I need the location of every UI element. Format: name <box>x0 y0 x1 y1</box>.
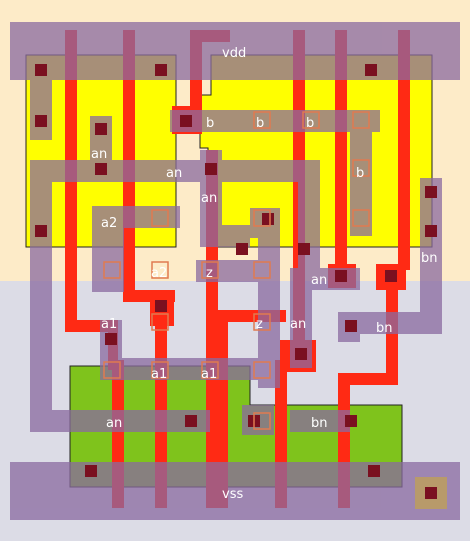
contact <box>95 123 107 135</box>
label-a2: a2 <box>101 216 117 231</box>
via <box>103 361 121 379</box>
via <box>352 111 370 129</box>
via <box>151 209 169 227</box>
contact <box>155 64 167 76</box>
label-a1: a1 <box>201 367 217 382</box>
via <box>253 412 271 430</box>
label-vss: vss <box>222 487 243 502</box>
via <box>253 111 271 129</box>
contact <box>180 115 192 127</box>
contact <box>368 465 380 477</box>
via <box>151 313 169 331</box>
contact <box>155 300 167 312</box>
label-b: b <box>306 116 314 131</box>
label-b: b <box>356 166 364 181</box>
via <box>352 209 370 227</box>
via <box>103 261 121 279</box>
contact <box>35 115 47 127</box>
label-b: b <box>256 116 264 131</box>
label-z: z <box>256 317 263 332</box>
contact <box>425 225 437 237</box>
contact <box>298 243 310 255</box>
via <box>302 111 320 129</box>
contact <box>425 186 437 198</box>
well-tap <box>415 477 447 509</box>
via <box>151 361 169 379</box>
label-z: z <box>206 266 213 281</box>
contact <box>95 163 107 175</box>
label-bn: bn <box>376 321 393 336</box>
contact <box>205 163 217 175</box>
contact <box>85 465 97 477</box>
contact <box>35 225 47 237</box>
label-an: an <box>201 191 217 206</box>
label-an: an <box>311 273 327 288</box>
via <box>151 261 169 279</box>
label-a1: a1 <box>151 367 167 382</box>
vias <box>103 111 370 430</box>
via <box>201 261 219 279</box>
net-labels: vdd vss b b b b an an an an an an a2 a2 … <box>91 46 438 502</box>
vdd-rail <box>10 22 460 80</box>
via <box>253 313 271 331</box>
contact <box>35 64 47 76</box>
via <box>253 361 271 379</box>
label-a1: a1 <box>101 317 117 332</box>
via <box>253 261 271 279</box>
contacts <box>35 64 437 477</box>
contact <box>295 348 307 360</box>
label-bn: bn <box>311 416 328 431</box>
contact <box>185 415 197 427</box>
via <box>201 361 219 379</box>
contact <box>345 320 357 332</box>
label-b: b <box>206 116 214 131</box>
label-an: an <box>91 147 107 162</box>
label-an: an <box>166 166 182 181</box>
via <box>352 159 370 177</box>
label-an: an <box>106 416 122 431</box>
label-bn: bn <box>421 251 438 266</box>
label-an: an <box>290 317 306 332</box>
contact <box>385 270 397 282</box>
via <box>253 209 271 227</box>
contact <box>262 213 274 225</box>
contact <box>335 270 347 282</box>
label-a2: a2 <box>151 266 167 281</box>
contact <box>345 415 357 427</box>
contact <box>236 243 248 255</box>
label-vdd: vdd <box>222 46 246 61</box>
contact <box>365 64 377 76</box>
contact <box>105 333 117 345</box>
